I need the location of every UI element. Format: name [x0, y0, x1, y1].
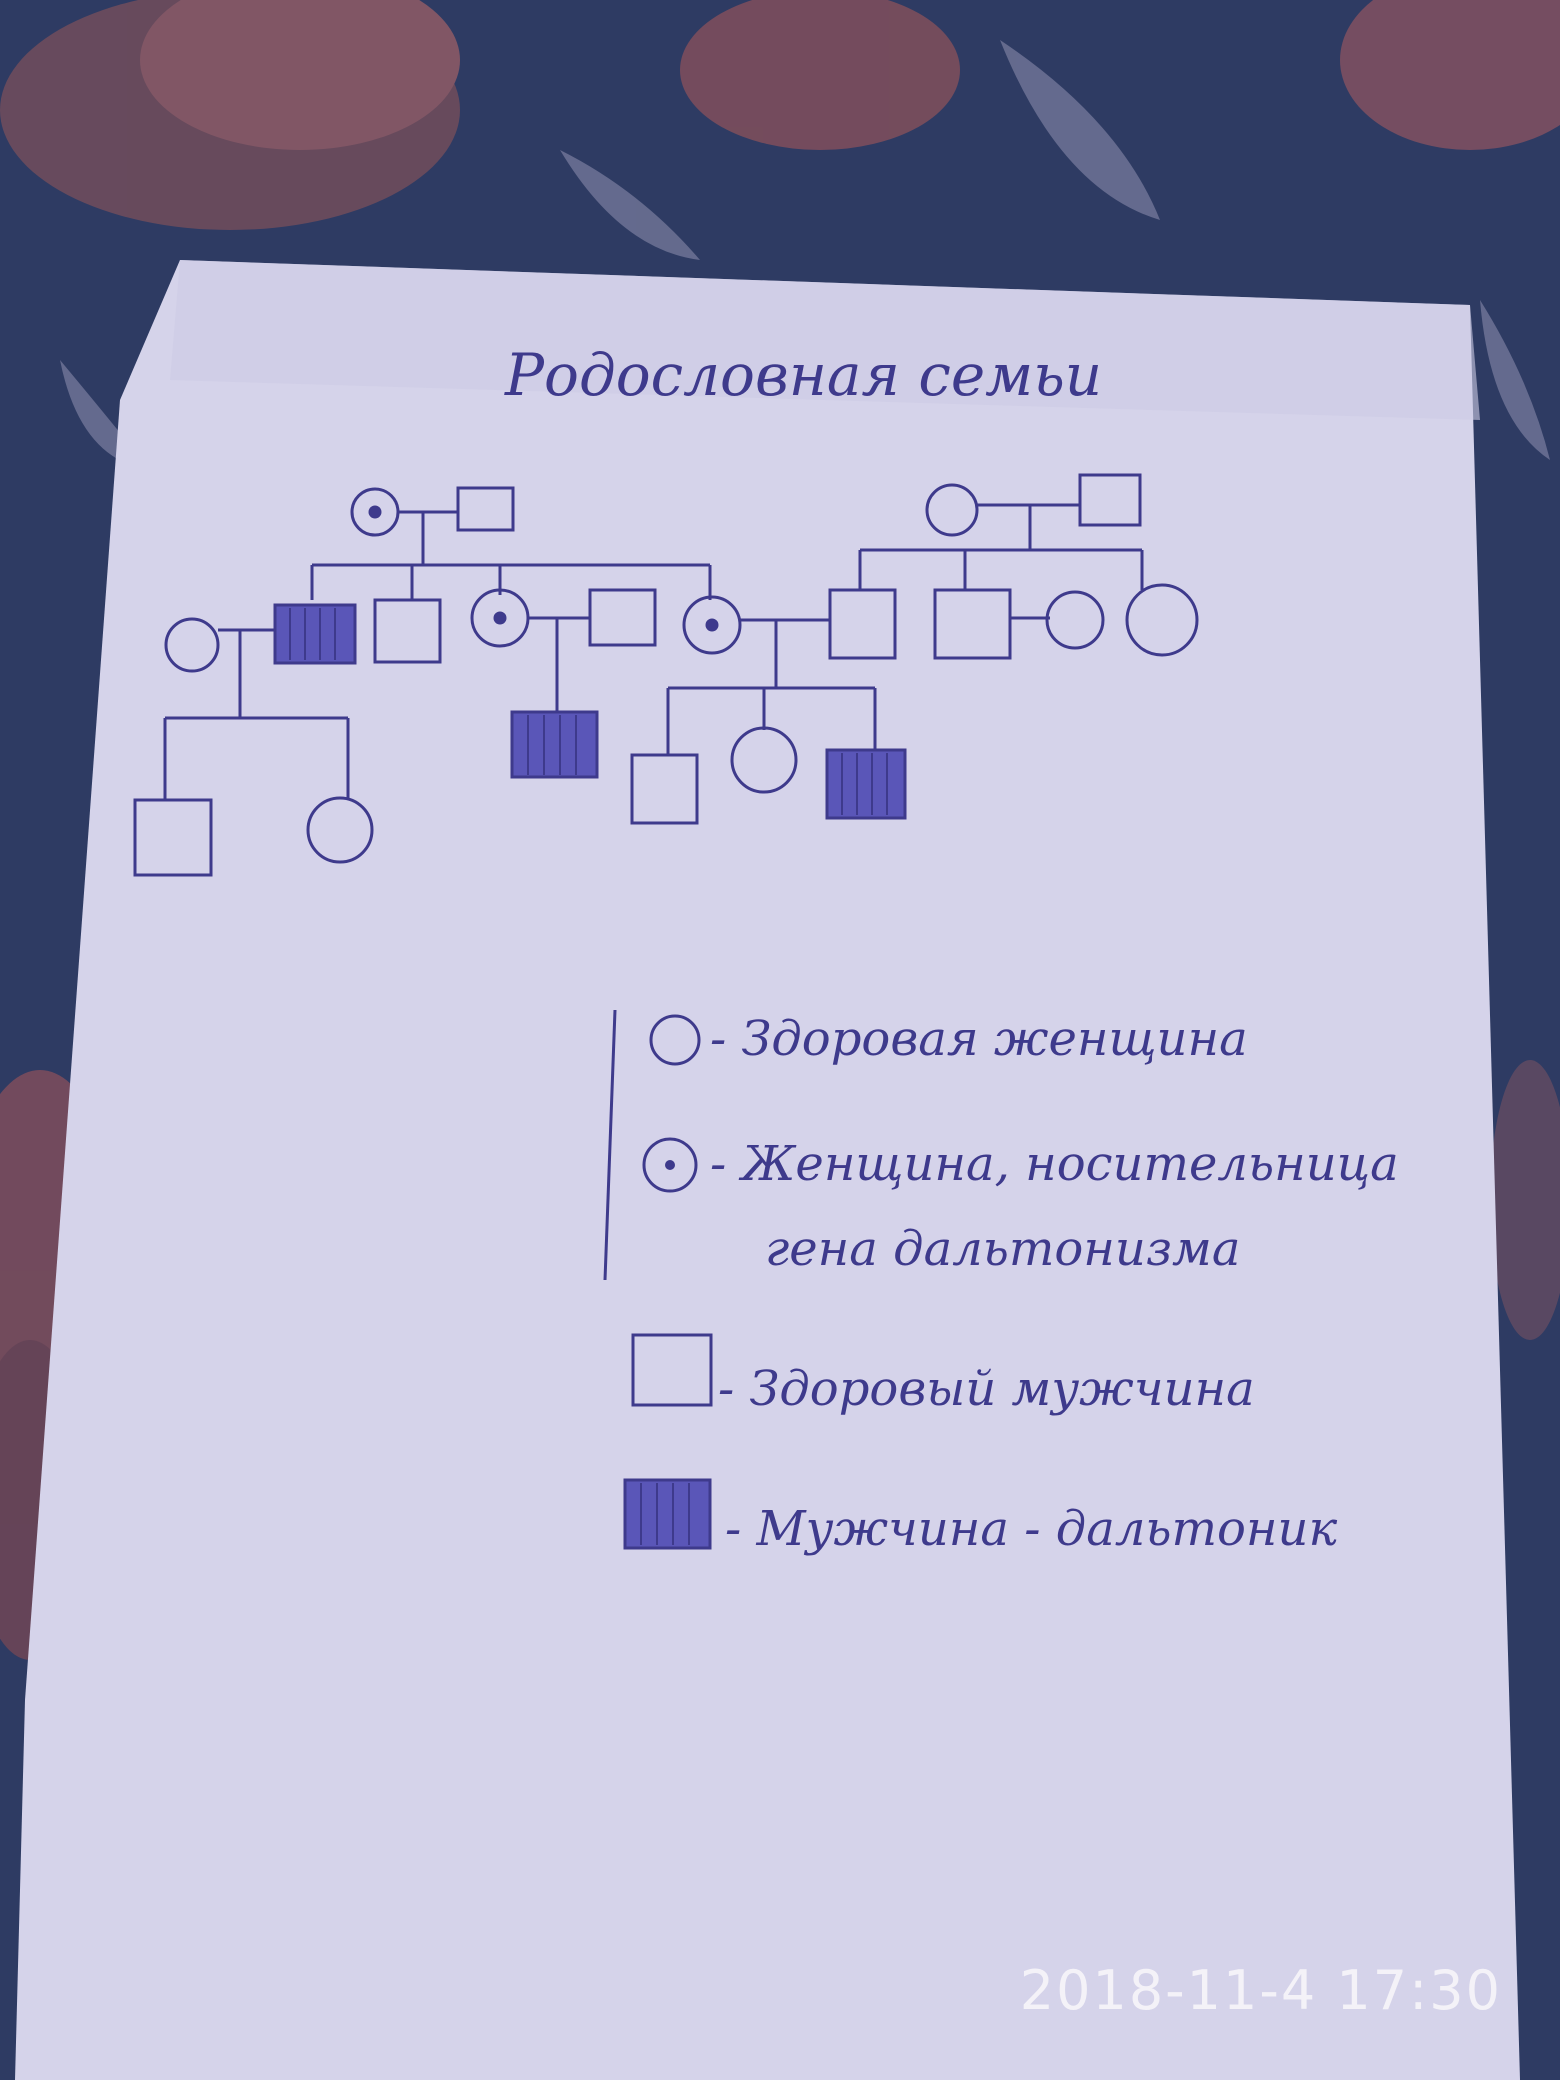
wife-healthy-left [164, 617, 220, 673]
husband-healthy-2 [828, 588, 897, 660]
husband-healthy-1 [588, 588, 657, 647]
aunt-healthy [1125, 583, 1199, 657]
legend-healthy-male-symbol [631, 1333, 713, 1407]
granddaughter-healthy-2 [730, 726, 798, 794]
son-colorblind [273, 603, 357, 665]
legend-healthy-female-label: - Здоровая женщина [710, 1011, 1248, 1067]
legend-healthy-female-symbol [649, 1014, 701, 1066]
legend-colorblind-male-label: - Мужчина - дальтоник [725, 1501, 1337, 1557]
grandson-colorblind-1 [510, 710, 599, 779]
grandson-healthy-2 [630, 753, 699, 825]
carrier-dot [493, 611, 507, 625]
legend: - Здоровая женщина - Женщина, носительни… [603, 1009, 1399, 1557]
daughter-carrier-2 [682, 595, 742, 655]
grandson-healthy [133, 798, 213, 877]
legend-healthy-male-label: - Здоровый мужчина [718, 1361, 1255, 1417]
pedigree-chart [133, 473, 1199, 877]
legend-colorblind-male-symbol [623, 1478, 712, 1550]
legend-carrier-female-symbol [642, 1137, 698, 1193]
grandfather-left [456, 486, 515, 532]
carrier-dot [368, 505, 382, 519]
grandfather-right [1078, 473, 1142, 527]
grandson-colorblind-2 [825, 748, 907, 820]
carrier-dot [705, 618, 719, 632]
son-healthy [373, 598, 442, 664]
grandmother-right [925, 483, 979, 537]
granddaughter-healthy [306, 796, 374, 864]
aunt-in-law-healthy [1045, 590, 1105, 650]
uncle-healthy [933, 588, 1012, 660]
diagram-title: Родословная семьи [504, 341, 1102, 409]
photo-timestamp: 2018-11-4 17:30 [1019, 1959, 1502, 2022]
legend-carrier-female-label-2: гена дальтонизма [765, 1221, 1240, 1277]
legend-bracket [603, 1009, 617, 1281]
legend-carrier-female-label-1: - Женщина, носительница [710, 1136, 1399, 1192]
